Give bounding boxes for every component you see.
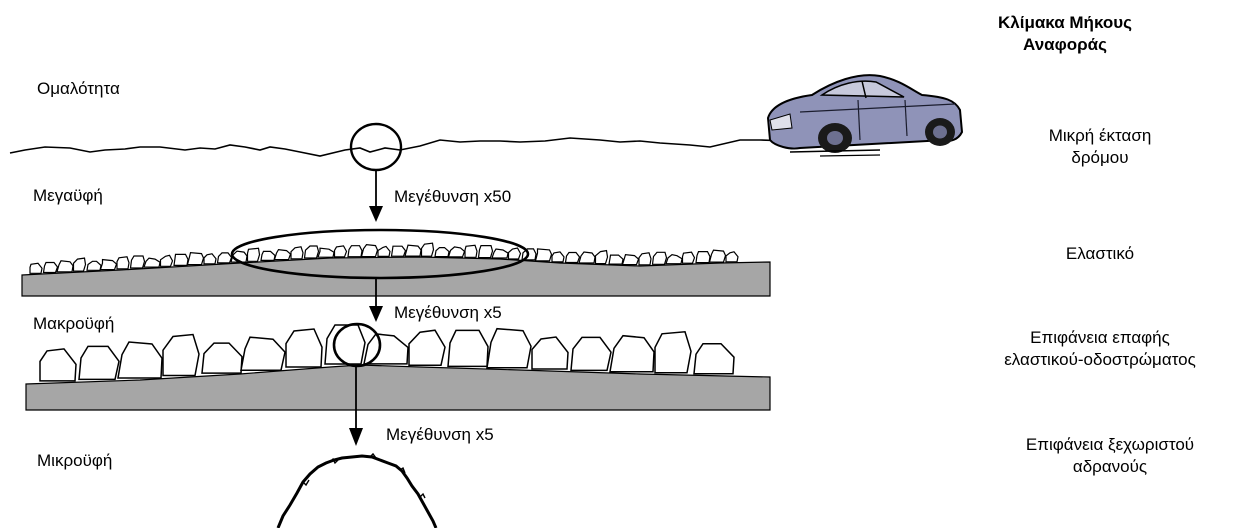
megatexture-stone xyxy=(710,250,726,262)
megatexture-stone xyxy=(305,246,319,258)
macrotexture-stone xyxy=(79,346,119,379)
macrotexture-stone xyxy=(325,325,365,364)
megatexture-stone xyxy=(204,254,216,264)
scale-label-tire: Ελαστικό xyxy=(1030,243,1170,265)
megatexture-stone xyxy=(422,243,434,256)
megatexture-stone xyxy=(639,253,651,265)
car-icon xyxy=(768,75,962,156)
megatexture-stone xyxy=(609,255,623,264)
macrotexture-stone xyxy=(202,343,242,373)
megatexture-stone xyxy=(449,247,465,257)
level-label-megatexture: Μεγαϋφή xyxy=(33,185,103,206)
megatexture-stone xyxy=(552,252,564,262)
magnification-label-x5-second: Μεγέθυνση x5 xyxy=(386,424,494,445)
megatexture-stone xyxy=(44,263,58,273)
megatexture-stone xyxy=(479,246,493,258)
macrotexture-stone xyxy=(40,349,76,381)
megatexture-stone xyxy=(653,252,667,264)
megatexture-stone xyxy=(492,249,508,258)
megatexture-stone xyxy=(623,255,639,265)
arrow-down-1 xyxy=(369,170,383,222)
level-label-microtexture: Μικροϋφή xyxy=(37,450,112,471)
megatexture-stone xyxy=(174,254,188,265)
megatexture-stone xyxy=(318,248,334,257)
scale-label-road-section: Μικρή έκταση δρόμου xyxy=(1010,125,1190,169)
megatexture-stone xyxy=(579,252,595,263)
megatexture-stone xyxy=(261,251,275,260)
macrotexture-stone xyxy=(694,344,734,374)
magnify-circle-1 xyxy=(351,124,401,170)
megatexture-stone xyxy=(218,253,232,263)
megatexture-stone xyxy=(188,253,204,265)
macrotexture-stone xyxy=(364,334,408,364)
macrotexture-stone xyxy=(487,329,531,368)
megatexture-stone xyxy=(161,255,173,266)
megatexture-stone xyxy=(726,252,738,262)
megatexture-stone xyxy=(536,249,552,261)
magnification-label-x50: Μεγέθυνση x50 xyxy=(394,186,511,207)
macrotexture-stone xyxy=(610,336,654,372)
megatexture-stone xyxy=(696,252,710,263)
megatexture-stone xyxy=(144,258,160,267)
scale-label-single-aggregate: Επιφάνεια ξεχωριστού αδρανούς xyxy=(985,434,1235,478)
megatexture-stone xyxy=(566,253,580,263)
macrotexture-stone xyxy=(286,329,322,367)
megatexture-stone xyxy=(248,248,260,261)
megatexture-stone xyxy=(596,251,608,264)
microtexture-aggregate-outline xyxy=(278,456,436,528)
macrotexture-stone xyxy=(163,335,199,376)
reference-length-scale-title: Κλίμακα Μήκους Αναφοράς xyxy=(975,12,1155,56)
megatexture-stone xyxy=(57,261,73,272)
megatexture-stone xyxy=(509,248,521,259)
megatexture-stone xyxy=(405,245,421,256)
megatexture-stone xyxy=(117,257,129,269)
macrotexture-stone xyxy=(409,330,445,365)
macrotexture-stone xyxy=(448,330,488,366)
level-label-macrotexture: Μακροϋφή xyxy=(33,313,114,334)
megatexture-stone xyxy=(378,246,390,256)
magnification-label-x5-first: Μεγέθυνση x5 xyxy=(394,302,502,323)
megatexture-stone xyxy=(74,258,86,271)
megatexture-stone xyxy=(666,255,682,264)
macrotexture-stone xyxy=(571,337,611,370)
megatexture-stone xyxy=(683,252,695,263)
megatexture-stone xyxy=(87,261,101,270)
megatexture-stone xyxy=(362,245,378,257)
megatexture-stone xyxy=(392,246,406,256)
megatexture-stone xyxy=(101,260,117,270)
megatexture-stone xyxy=(30,263,42,273)
macrotexture-stone xyxy=(241,337,285,370)
megatexture-stone xyxy=(291,247,303,259)
megatexture-stone xyxy=(465,245,477,257)
megatexture-stone xyxy=(335,246,347,257)
megatexture-stone xyxy=(435,248,449,257)
megatexture-stone xyxy=(131,256,145,268)
macrotexture-stone xyxy=(655,332,691,373)
level-label-unevenness: Ομαλότητα xyxy=(37,78,120,99)
megatexture-stone xyxy=(275,250,291,260)
scale-label-tire-pavement-contact: Επιφάνεια επαφής ελαστικού-οδοστρώματος xyxy=(960,327,1240,371)
macrotexture-stone xyxy=(532,337,568,369)
megatexture-stone xyxy=(348,246,362,257)
macrotexture-stone xyxy=(118,342,162,378)
